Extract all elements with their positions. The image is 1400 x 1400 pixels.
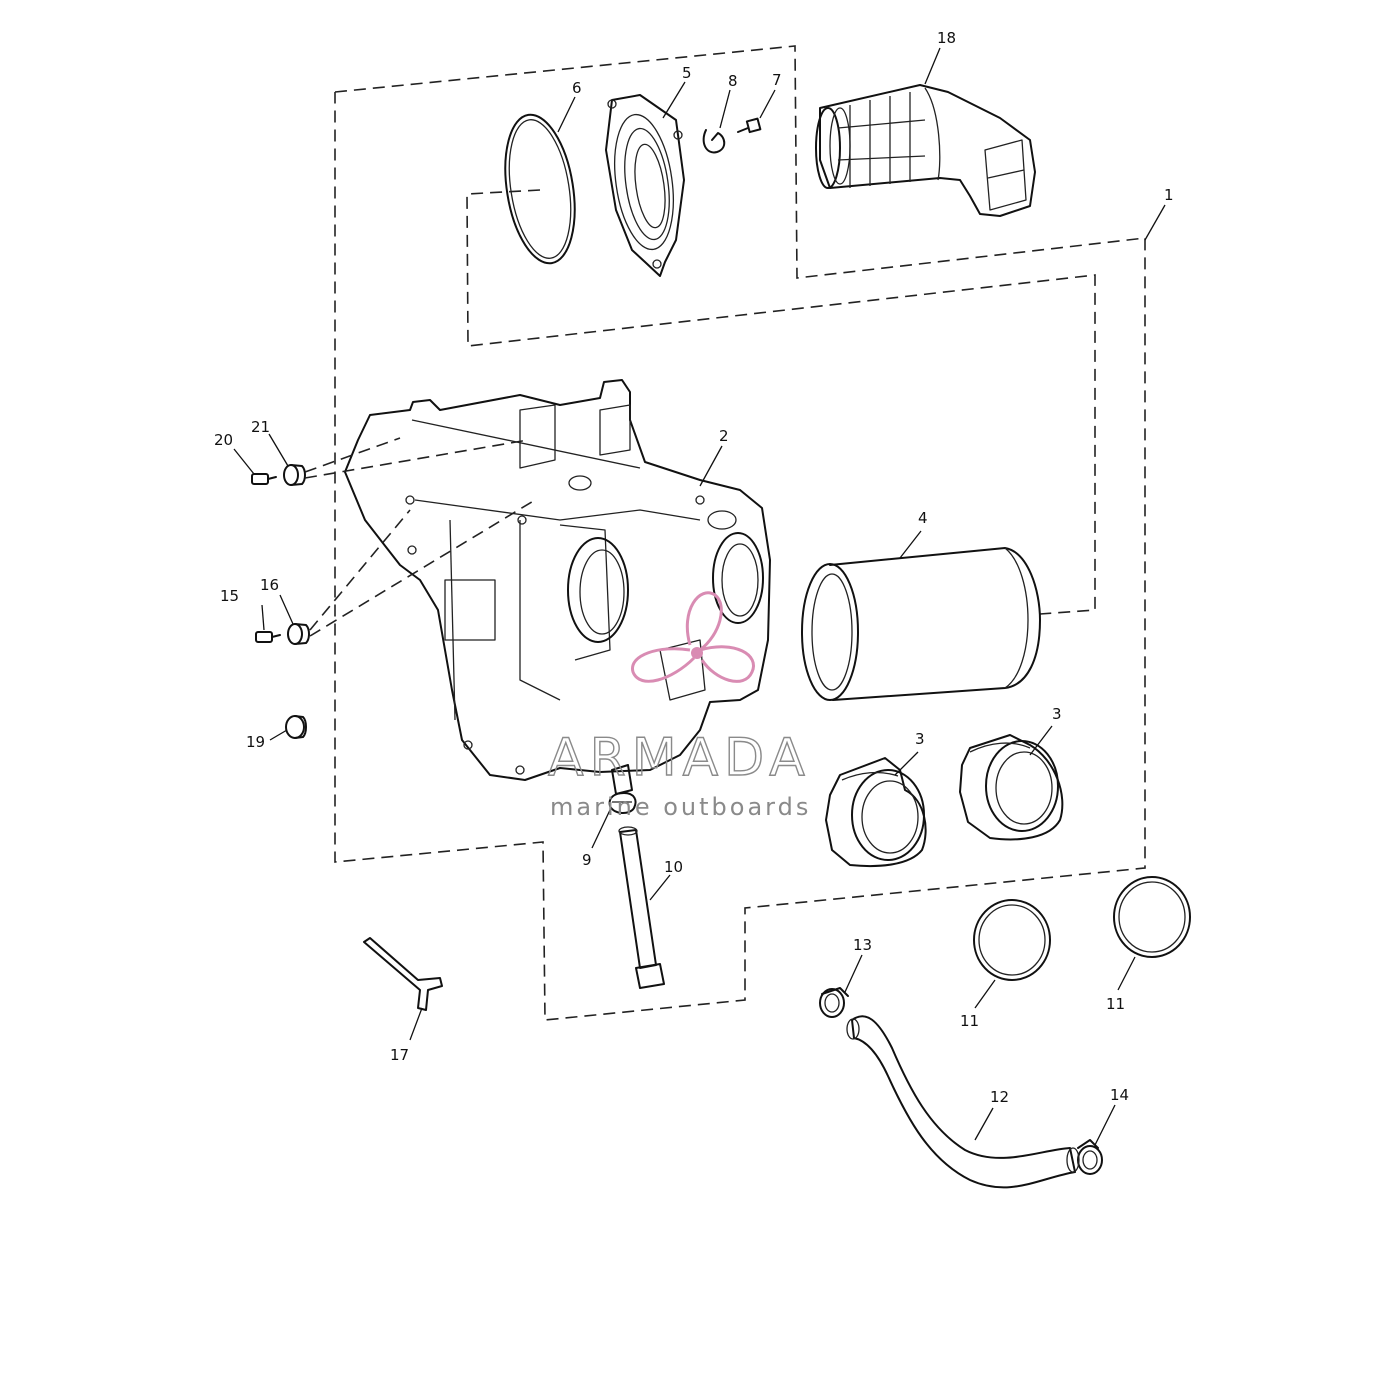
part-11-o-ring-left xyxy=(973,899,1051,981)
part-2-drain-nozzle xyxy=(611,764,633,795)
part-18-intake-duct xyxy=(815,84,1036,217)
part-9-clamp xyxy=(608,792,637,814)
label-part-18: 18 xyxy=(937,29,956,47)
assembly-boundary xyxy=(334,45,1146,1021)
label-part-11-left: 11 xyxy=(960,1012,979,1030)
part-10-drain-hose xyxy=(618,826,665,989)
label-part-16: 16 xyxy=(260,576,279,594)
label-part-17: 17 xyxy=(390,1046,409,1064)
part-3-joint-right xyxy=(959,734,1064,841)
label-part-19: 19 xyxy=(246,733,265,751)
label-part-1: 1 xyxy=(1164,186,1174,204)
part-12-breather-hose xyxy=(846,1015,1080,1189)
label-part-3-right: 3 xyxy=(1052,705,1062,723)
part-11-o-ring-right xyxy=(1113,876,1191,958)
part-2-airbox-housing xyxy=(344,379,771,781)
part-3-joint-left xyxy=(825,757,927,868)
label-part-15: 15 xyxy=(220,587,239,605)
label-part-9: 9 xyxy=(582,851,592,869)
part-13-hose-clip xyxy=(819,987,849,1018)
mounting-guide-lines xyxy=(304,437,536,637)
part-21-collar xyxy=(283,464,306,486)
part-15-screw xyxy=(255,631,281,643)
label-part-2: 2 xyxy=(719,427,729,445)
label-part-5: 5 xyxy=(682,64,692,82)
label-part-10: 10 xyxy=(664,858,683,876)
part-8-clip xyxy=(702,129,726,154)
label-part-20: 20 xyxy=(214,431,233,449)
label-part-4: 4 xyxy=(918,509,928,527)
part-17-hex-key xyxy=(363,937,443,1011)
label-part-14: 14 xyxy=(1110,1086,1129,1104)
label-part-8: 8 xyxy=(728,72,738,90)
part-14-hose-clip xyxy=(1077,1139,1103,1175)
watermark-brand: ARMADA xyxy=(548,728,811,788)
label-part-12: 12 xyxy=(990,1088,1009,1106)
part-6-o-ring xyxy=(504,113,576,265)
leader-lines xyxy=(233,47,1166,1146)
label-part-6: 6 xyxy=(572,79,582,97)
part-20-screw xyxy=(251,473,277,485)
label-part-3-left: 3 xyxy=(915,730,925,748)
watermark-tagline: marine outboards xyxy=(550,793,811,821)
label-part-13: 13 xyxy=(853,936,872,954)
label-part-7: 7 xyxy=(772,71,782,89)
label-part-11-right: 11 xyxy=(1106,995,1125,1013)
part-number-labels: 1 2 3 3 4 5 6 7 8 9 10 11 11 12 13 14 15… xyxy=(214,29,1174,1106)
part-16-collar xyxy=(287,623,310,645)
label-part-21: 21 xyxy=(251,418,270,436)
part-7-screw xyxy=(737,117,762,134)
part-5-flange xyxy=(605,94,685,277)
part-4-filter-element xyxy=(801,547,1041,701)
part-19-plug xyxy=(285,715,307,739)
propeller-logo xyxy=(631,591,755,683)
watermark: ARMADA marine outboards xyxy=(547,591,811,821)
